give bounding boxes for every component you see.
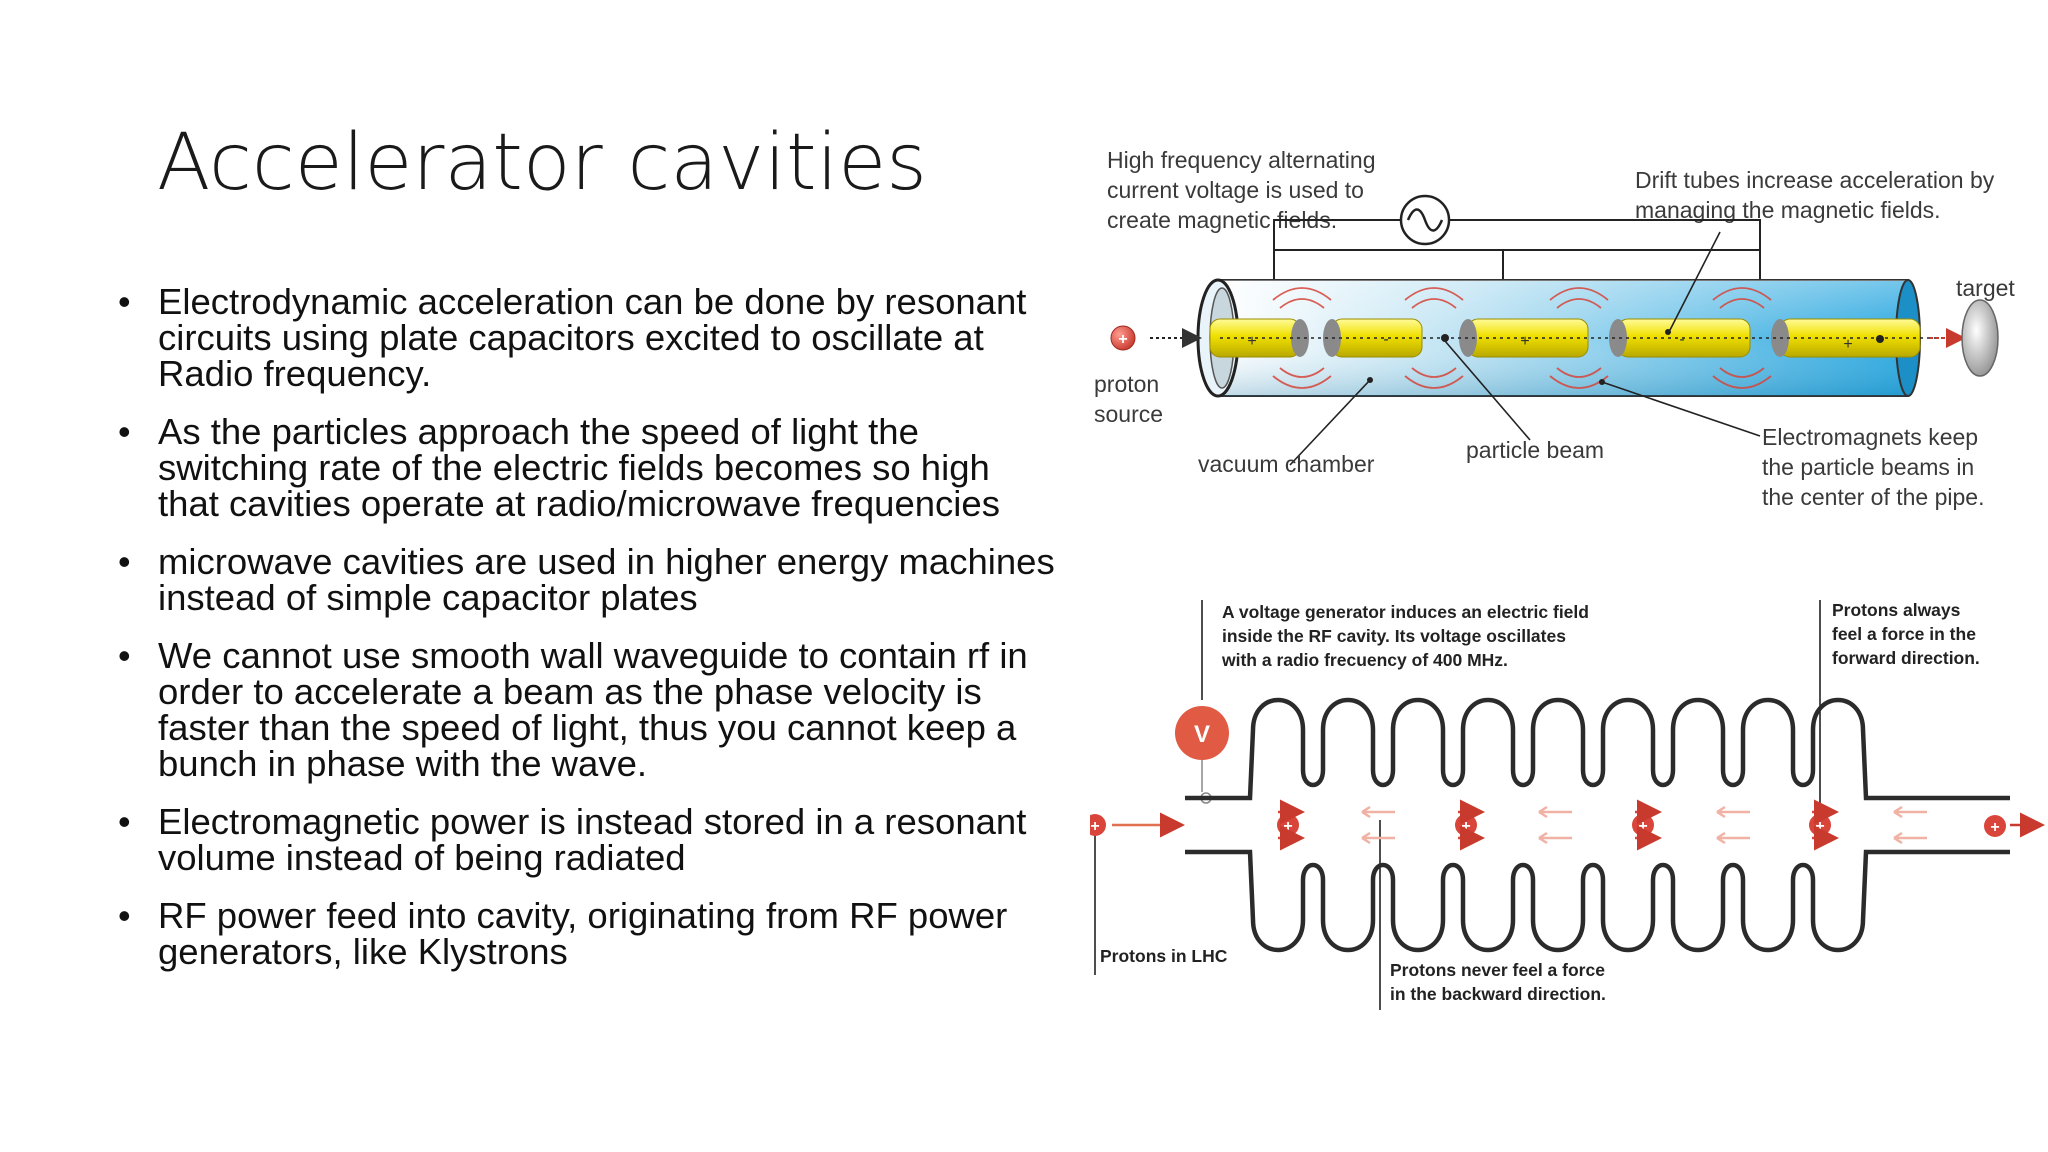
ac-source-icon: [1399, 194, 1451, 246]
voltmeter-icon: V: [1175, 706, 1229, 804]
bullet-text: microwave cavities are used in higher en…: [158, 541, 1055, 618]
bullet-text: Electromagnetic power is instead stored …: [158, 801, 1027, 878]
proton-source-label: proton source: [1094, 371, 1166, 427]
accelerator-figure: High frequency alternating current volta…: [1090, 147, 2045, 1010]
bullet-text: Electrodynamic acceleration can be done …: [158, 281, 1027, 394]
bullet-dot: •: [118, 635, 131, 676]
proton-icon: +: [1984, 815, 2006, 837]
bullet-text: As the particles approach the speed of l…: [158, 411, 1000, 524]
leader-lines: [1289, 231, 1761, 466]
bullet-dot: •: [118, 801, 131, 842]
proton-source-icon: +: [1110, 325, 1136, 351]
cavity-upper-wall: [1185, 697, 2010, 801]
proton-particles: + + + + + +: [1090, 814, 2006, 837]
svg-text:+: +: [1118, 331, 1127, 348]
target-label: target: [1956, 275, 2015, 301]
vacuum-chamber-label: vacuum chamber: [1198, 451, 1375, 477]
proton-icon: +: [1632, 814, 1654, 836]
proton-icon: +: [1090, 814, 1106, 836]
bullet-item: • microwave cavities are used in higher e…: [118, 541, 1058, 618]
particle-beam-label: particle beam: [1466, 437, 1604, 463]
bullet-item: • We cannot use smooth wall waveguide to …: [118, 635, 1058, 784]
drift-tube: -: [1323, 318, 1423, 358]
slide-title: Accelerator cavities: [157, 118, 927, 208]
rf-cavity-diagram: A voltage generator induces an electric …: [1090, 600, 2045, 1010]
wiring: [1273, 219, 1761, 280]
voltage-generator-label: A voltage generator induces an electric …: [1221, 602, 1594, 670]
proton-icon: +: [1277, 814, 1299, 836]
drift-tube: +: [1209, 318, 1309, 358]
field-lines: [1272, 287, 1772, 389]
forward-force-label: Protons always feel a force in the forwa…: [1832, 600, 1981, 668]
backward-force-label: Protons never feel a force in the backwa…: [1390, 960, 1610, 1004]
svg-text:+: +: [1283, 818, 1292, 835]
bullet-dot: •: [118, 281, 131, 322]
bullet-dot: •: [118, 895, 131, 936]
bullet-text: RF power feed into cavity, originating f…: [158, 895, 1008, 972]
svg-text:+: +: [1090, 818, 1099, 835]
bullet-item: • As the particles approach the speed of …: [118, 411, 1058, 524]
bullet-dot: •: [118, 541, 131, 582]
cavity-lower-wall: [1185, 849, 2010, 953]
svg-text:+: +: [1520, 333, 1529, 350]
svg-text:+: +: [1461, 818, 1470, 835]
target-icon: [1961, 299, 1999, 377]
proton-icon: +: [1455, 814, 1477, 836]
bullet-item: • Electrodynamic acceleration can be done…: [118, 281, 1058, 394]
bullet-text: We cannot use smooth wall waveguide to c…: [158, 635, 1028, 784]
svg-text:+: +: [1638, 818, 1647, 835]
svg-text:-: -: [1383, 331, 1388, 348]
svg-text:-: -: [1679, 331, 1684, 348]
proton-dot: [1876, 335, 1884, 343]
svg-text:+: +: [1990, 819, 1999, 836]
svg-text:V: V: [1194, 721, 1210, 748]
svg-text:+: +: [1843, 336, 1852, 353]
electromagnets-label: Electromagnets keep the particle beams i…: [1762, 424, 1985, 510]
bullet-list: • Electrodynamic acceleration can be done…: [118, 281, 1058, 992]
svg-text:+: +: [1247, 333, 1256, 350]
bullet-dot: •: [118, 411, 131, 452]
force-arrows: [1112, 799, 2045, 851]
bullet-item: • Electromagnetic power is instead stored…: [118, 801, 1058, 878]
bullet-item: • RF power feed into cavity, originating …: [118, 895, 1058, 972]
protons-in-lhc-label: Protons in LHC: [1100, 946, 1228, 966]
drift-tube-label: Drift tubes increase acceleration by man…: [1635, 167, 2001, 223]
linac-diagram: High frequency alternating current volta…: [1094, 147, 2015, 510]
proton-dot: [1441, 334, 1449, 342]
svg-text:+: +: [1815, 818, 1824, 835]
proton-icon: +: [1809, 814, 1831, 836]
drift-tube: -: [1609, 318, 1751, 358]
